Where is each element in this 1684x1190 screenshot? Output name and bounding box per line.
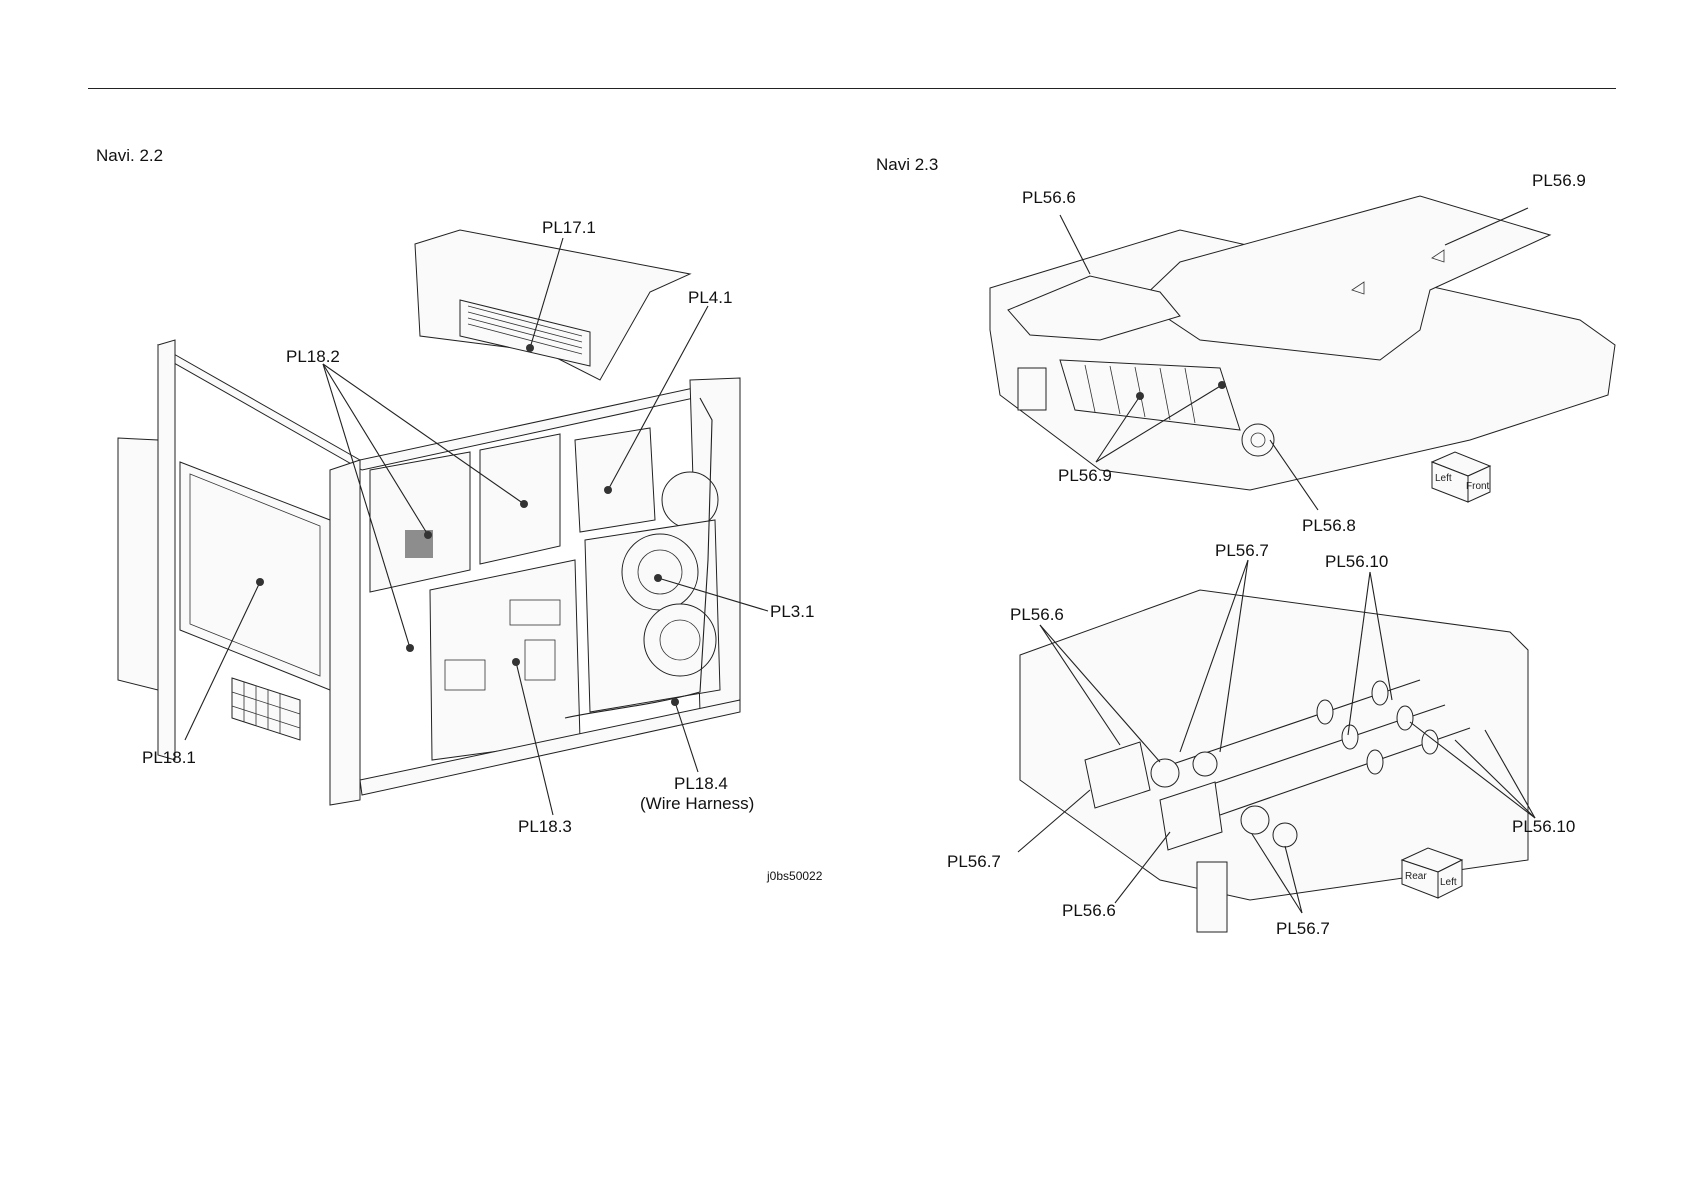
pl4-1-fan-housing <box>575 428 655 532</box>
pl56-7-gear-c <box>1241 806 1269 834</box>
pl56-7-gear-b <box>1193 752 1217 776</box>
figure-id: j0bs50022 <box>766 869 823 883</box>
label-pl4-1: PL4.1 <box>688 288 732 307</box>
pl18-1-panel <box>180 462 330 690</box>
cube-top-front: Front <box>1466 481 1490 492</box>
label-pl56-9-top: PL56.9 <box>1532 171 1586 190</box>
label-pl56-7-bottom: PL56.7 <box>1276 919 1330 938</box>
label-pl56-7-left: PL56.7 <box>947 852 1001 871</box>
label-pl18-4: PL18.4 <box>674 774 728 793</box>
machine-frame-diagram <box>118 230 740 805</box>
label-pl18-2: PL18.2 <box>286 347 340 366</box>
pl56-7-gear-a <box>1151 759 1179 787</box>
cube-top-left: Left <box>1435 473 1452 484</box>
pl3-1-motor-upper <box>622 534 698 610</box>
label-pl3-1: PL3.1 <box>770 602 814 621</box>
label-pl56-6-top: PL56.6 <box>1022 188 1076 207</box>
label-pl18-1: PL18.1 <box>142 748 196 767</box>
pl56-8-gear <box>1242 424 1274 456</box>
orientation-cube-top: Left Front <box>1432 452 1490 502</box>
frame-left-post <box>158 340 175 760</box>
left-side-bracket <box>118 438 158 690</box>
cube-bottom-left: Left <box>1440 877 1457 888</box>
scanner-leg <box>1018 368 1046 410</box>
label-pl56-9-mid: PL56.9 <box>1058 466 1112 485</box>
label-pl17-1: PL17.1 <box>542 218 596 237</box>
label-pl56-10-right: PL56.10 <box>1512 817 1575 836</box>
feeder-base <box>1020 590 1528 900</box>
pl56-7-gear-d <box>1273 823 1297 847</box>
label-pl56-6-left: PL56.6 <box>1010 605 1064 624</box>
label-pl56-10-top: PL56.10 <box>1325 552 1388 571</box>
cube-bottom-rear: Rear <box>1405 871 1427 882</box>
label-pl56-8: PL56.8 <box>1302 516 1356 535</box>
label-pl56-7-top: PL56.7 <box>1215 541 1269 560</box>
frame-front-post <box>330 460 360 805</box>
document-feeder-top-diagram <box>990 196 1615 490</box>
label-pl56-6-bottom: PL56.6 <box>1062 901 1116 920</box>
label-pl18-3: PL18.3 <box>518 817 572 836</box>
pl18-2-board-right <box>480 434 560 564</box>
feeder-stand <box>1197 862 1227 932</box>
label-wire-harness: (Wire Harness) <box>640 794 754 813</box>
keypad-block <box>232 678 300 740</box>
